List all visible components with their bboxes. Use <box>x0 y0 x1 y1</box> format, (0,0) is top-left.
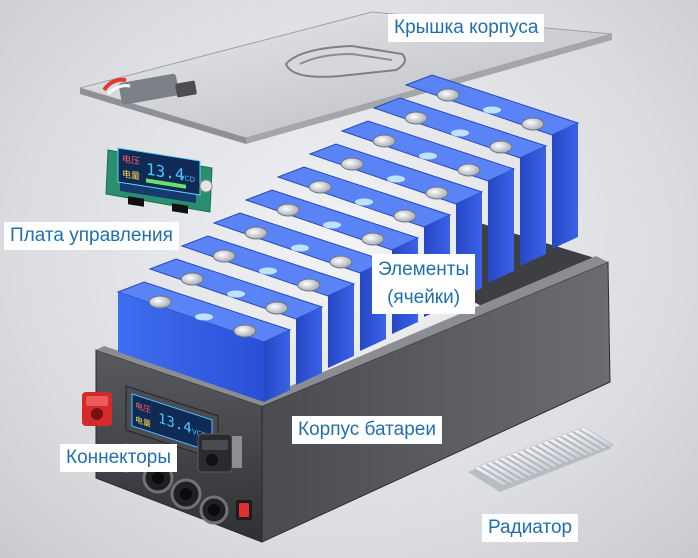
cell-vent <box>355 198 373 206</box>
cell-side <box>552 123 578 249</box>
radiator-fin <box>529 445 565 466</box>
cell-vent <box>387 175 405 183</box>
board-side-label-1: 电压 <box>122 153 140 168</box>
radiator-fin <box>504 454 540 475</box>
radiator-fin <box>547 438 583 459</box>
cell-terminal <box>372 134 396 148</box>
cell-side <box>488 169 514 283</box>
cell-terminal <box>340 157 364 171</box>
red-connector <box>82 392 112 426</box>
board-voltage-unit: VCD <box>180 173 195 184</box>
label-radiator: Радиатор <box>482 514 579 542</box>
radiator-fin <box>560 433 596 455</box>
battery-cell <box>180 235 356 368</box>
cell-vent <box>259 267 277 275</box>
label-connectors: Коннекторы <box>60 444 177 472</box>
radiator-fin <box>479 463 515 484</box>
cell-terminal <box>148 295 172 309</box>
battery-cell <box>116 281 292 402</box>
cell-terminal <box>276 203 300 217</box>
radiator-fin <box>473 465 509 487</box>
cell-terminal <box>457 163 481 177</box>
cell-vent <box>195 313 213 321</box>
radiator-fin <box>535 442 571 464</box>
cell-terminal <box>393 209 417 223</box>
radiator-fin <box>485 461 521 482</box>
battery-cell <box>340 120 516 283</box>
cell-vent <box>419 152 437 160</box>
radiator-fin <box>572 428 608 450</box>
cell-terminal <box>180 272 204 286</box>
cell-terminal <box>489 140 513 154</box>
board-lcd: 电压 电量 13.4 VCD <box>117 147 201 196</box>
label-cells-line-1: Элементы <box>378 259 470 280</box>
cell-side <box>296 307 322 385</box>
cell-terminal <box>329 255 353 269</box>
cell-terminal <box>425 186 449 200</box>
radiator-fin <box>498 456 534 478</box>
battery-cell <box>372 97 548 266</box>
cell-terminal <box>404 111 428 125</box>
board-side-label-2: 电量 <box>122 168 140 183</box>
radiator-fin <box>523 447 559 468</box>
cell-vent <box>227 290 245 298</box>
label-case: Корпус батареи <box>292 416 442 444</box>
cell-terminal <box>233 324 257 338</box>
cell-vent <box>323 221 341 229</box>
cell-vent <box>451 129 469 137</box>
battery-cell <box>404 74 580 249</box>
cell-side <box>328 284 354 368</box>
cell-side <box>520 146 546 266</box>
lid-wiring <box>102 73 197 105</box>
label-lid: Крышка корпуса <box>388 14 545 42</box>
cell-terminal <box>244 226 268 240</box>
label-cells: Элементы (ячейки) <box>372 254 476 314</box>
lid-handle <box>284 44 406 78</box>
label-control-board: Плата управления <box>4 222 179 250</box>
cell-terminal <box>308 180 332 194</box>
cell-terminal <box>361 232 385 246</box>
cell-front <box>118 292 264 402</box>
cell-vent <box>291 244 309 252</box>
power-switch <box>236 500 252 520</box>
radiator-fin <box>492 458 528 480</box>
round-socket-4 <box>199 495 229 525</box>
cell-terminal <box>297 278 321 292</box>
cell-side <box>264 330 290 402</box>
cell-vent <box>483 106 501 114</box>
radiator-fin <box>510 451 546 473</box>
radiator-fin <box>554 435 590 457</box>
black-connector <box>197 433 242 473</box>
cell-terminal <box>265 301 289 315</box>
radiator-fin <box>516 449 552 471</box>
radiator-fin <box>566 431 602 452</box>
front-display: 电压 电量 13.4 VCD <box>125 385 219 461</box>
cell-terminal <box>521 117 545 131</box>
round-socket-3 <box>170 478 202 510</box>
control-board: 电压 电量 13.4 VCD <box>105 147 213 214</box>
battery-cell <box>148 258 324 385</box>
cell-terminal <box>436 88 460 102</box>
radiator-fin <box>578 426 614 448</box>
cell-terminal <box>212 249 236 263</box>
radiator <box>468 426 614 492</box>
label-cells-line-2: (ячейки) <box>387 287 461 308</box>
radiator-fin <box>541 440 577 461</box>
